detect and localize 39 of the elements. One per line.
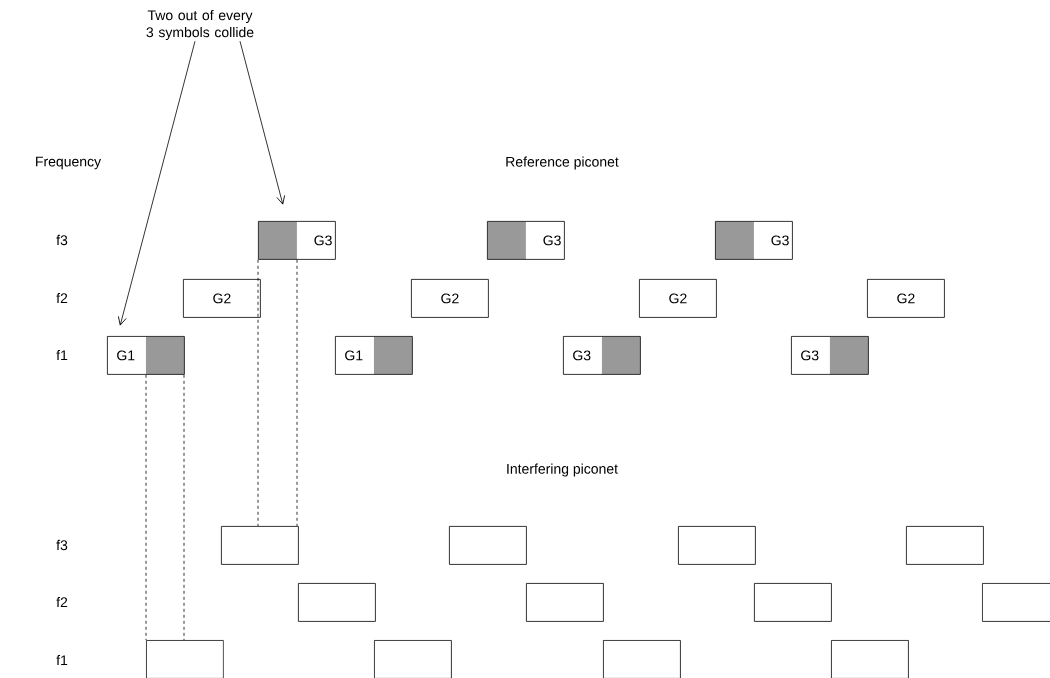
empty-slot-box (831, 640, 909, 678)
axis-label: Interfering piconet (507, 463, 618, 477)
axis-label: f3 (56, 539, 68, 551)
axis-label: f2 (56, 596, 68, 608)
callout-text: Two out of every 3 symbols collide (146, 10, 254, 40)
empty-slot-box (678, 526, 756, 565)
empty-slot-box (146, 640, 224, 678)
slot-box: G1 (335, 336, 413, 375)
slot-box: G1 (107, 336, 185, 375)
slot-box: G2 (867, 279, 945, 318)
empty-slot-box (982, 583, 1050, 622)
slot-box: G3 (258, 221, 336, 260)
slot-box: G2 (639, 279, 717, 318)
arrow (118, 40, 196, 326)
empty-slot-box (526, 583, 604, 622)
axis-label: Frequency (36, 156, 102, 170)
dashed-guide-line (296, 259, 298, 527)
empty-slot-box (906, 526, 984, 565)
axis-label: f1 (56, 654, 68, 666)
slot-box: G2 (183, 279, 261, 318)
slot-box: G3 (791, 336, 869, 375)
dashed-guide-line (145, 374, 147, 641)
axis-label: f1 (56, 349, 68, 361)
slot-box: G3 (715, 221, 793, 260)
arrow (239, 40, 285, 205)
dashed-guide-line (183, 374, 185, 641)
slot-box: G3 (563, 336, 641, 375)
dashed-guide-line (257, 259, 259, 527)
slot-box: G3 (487, 221, 565, 260)
empty-slot-box (754, 583, 832, 622)
empty-slot-box (449, 526, 527, 565)
axis-label: Reference piconet (506, 156, 619, 170)
empty-slot-box (221, 526, 299, 565)
slot-box: G2 (411, 279, 489, 318)
empty-slot-box (298, 583, 376, 622)
empty-slot-box (603, 640, 681, 678)
axis-label: f3 (56, 234, 68, 246)
axis-label: f2 (56, 292, 68, 304)
empty-slot-box (374, 640, 452, 678)
